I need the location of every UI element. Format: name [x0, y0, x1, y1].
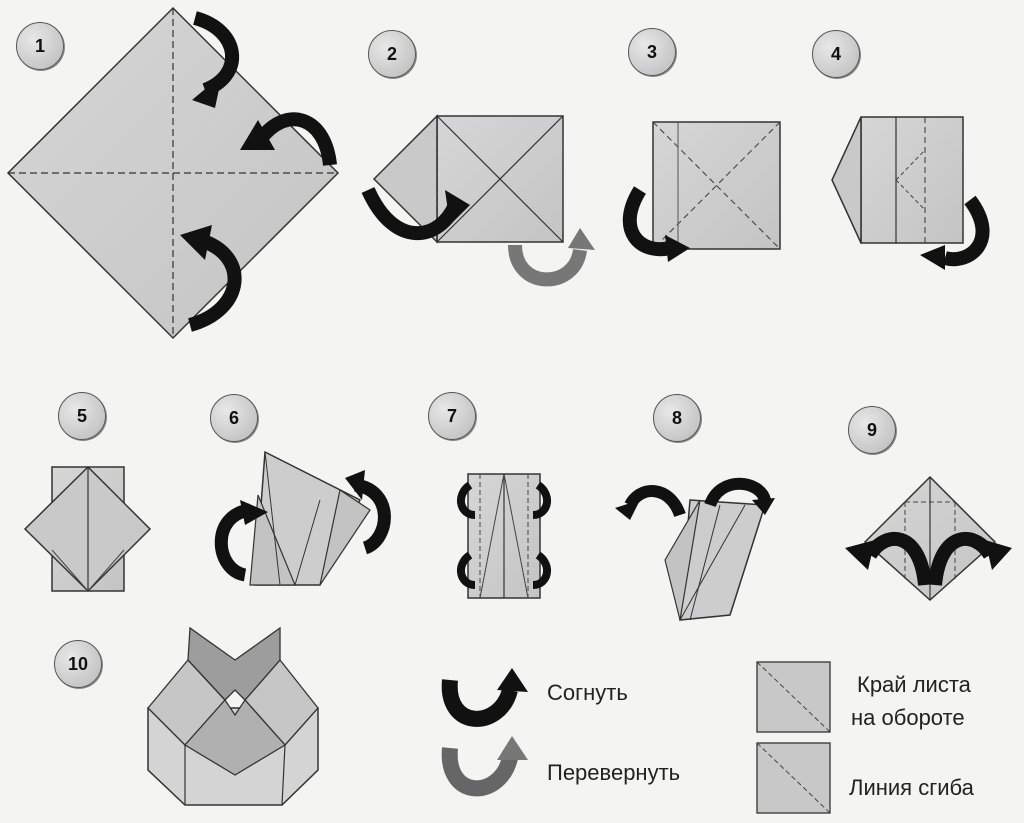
legend-edge-label-line1: Край листа	[857, 672, 971, 697]
step-7-diagram	[457, 473, 551, 599]
step-number-10: 10	[54, 640, 102, 688]
legend-crease-label: Линия сгиба	[849, 775, 974, 800]
legend-fold-arrow-icon	[441, 668, 528, 727]
step-3-diagram	[622, 121, 781, 262]
step-number-2: 2	[368, 30, 416, 78]
legend-crease-swatch	[756, 742, 831, 814]
step-number-6: 6	[210, 394, 258, 442]
step-5-diagram	[23, 465, 152, 593]
step-2-diagram	[361, 114, 595, 287]
step-number-3: 3	[628, 28, 676, 76]
step-number-5: 5	[58, 392, 106, 440]
legend-flip-arrow-icon	[441, 736, 528, 797]
step-8-diagram	[615, 477, 775, 621]
legend-edge-swatch	[756, 661, 831, 733]
legend-fold-label: Согнуть	[547, 680, 628, 705]
step-number-7: 7	[428, 392, 476, 440]
legend-edge-label-line2: на обороте	[851, 705, 965, 730]
step-4-diagram	[831, 116, 990, 270]
step-6-diagram	[214, 450, 391, 586]
step-number-9: 9	[848, 406, 896, 454]
step-number-4: 4	[812, 30, 860, 78]
step-number-1: 1	[16, 22, 64, 70]
legend-flip-label: Перевернуть	[547, 760, 681, 785]
step-1-diagram	[6, 6, 340, 340]
step-10-diagram	[147, 626, 319, 806]
step-9-diagram	[845, 475, 1012, 602]
step-number-8: 8	[653, 394, 701, 442]
